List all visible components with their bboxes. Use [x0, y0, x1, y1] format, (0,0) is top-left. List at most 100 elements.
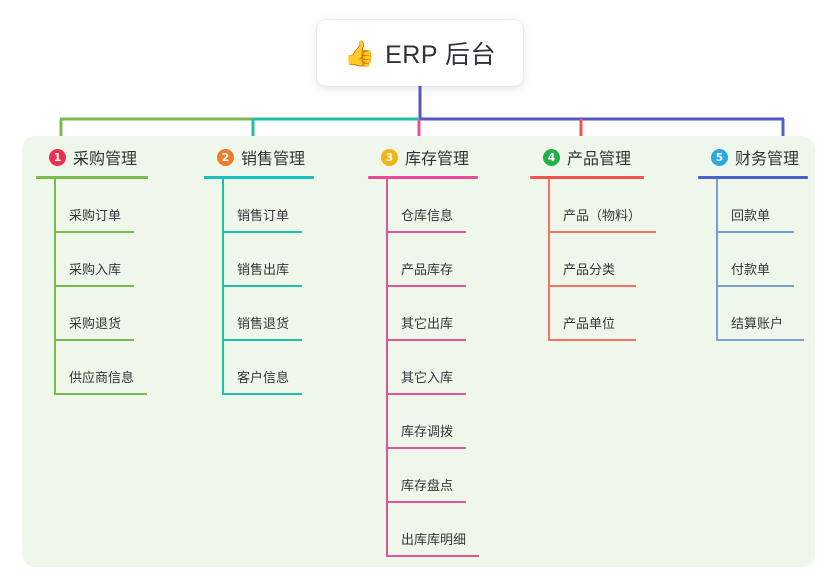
branch-item-label: 结算账户 — [731, 316, 784, 331]
branch-item-rule — [386, 393, 466, 395]
branch-item-rule — [386, 555, 479, 557]
branch-item-label: 付款单 — [731, 262, 771, 277]
branch-number-badge: 1 — [49, 148, 66, 166]
branch-item-label: 供应商信息 — [69, 370, 135, 385]
branch-item-list: 产品（物料） 产品分类产品单位 — [530, 179, 656, 341]
branch-item[interactable]: 其它入库 — [368, 341, 478, 395]
branch-header-2[interactable]: 2 销售管理 — [204, 145, 314, 169]
branch-header-rule — [698, 176, 808, 179]
branch-item[interactable]: 采购订单 — [36, 179, 148, 233]
branch-column-2: 2 销售管理销售订单销售出库销售退货客户信息 — [204, 145, 314, 395]
branch-item-label: 销售订单 — [237, 208, 290, 223]
branch-item-rule — [54, 393, 147, 395]
branch-item[interactable]: 库存调拨 — [368, 395, 478, 449]
branch-item-label: 其它出库 — [401, 316, 454, 331]
branch-spine — [548, 179, 550, 341]
branch-header-3[interactable]: 3 库存管理 — [368, 145, 478, 169]
branch-item-rule — [548, 285, 636, 287]
branch-item-label: 销售出库 — [237, 262, 290, 277]
branch-item[interactable]: 采购入库 — [36, 233, 148, 287]
branch-item-rule — [548, 339, 636, 341]
branch-item[interactable]: 产品分类 — [530, 233, 644, 287]
branch-item[interactable]: 产品（物料） — [530, 179, 656, 233]
branch-spine — [222, 179, 224, 395]
branch-item-list: 销售订单销售出库销售退货客户信息 — [204, 179, 314, 395]
branch-item[interactable]: 产品库存 — [368, 233, 478, 287]
branch-item-label: 产品（物料） — [563, 208, 642, 223]
branch-column-3: 3 库存管理仓库信息产品库存其它出库其它入库库存调拨库存盘点出库库明细 — [368, 145, 479, 557]
branch-item-rule — [386, 285, 466, 287]
branch-item-list: 采购订单采购入库采购退货供应商信息 — [36, 179, 148, 395]
branch-number-badge: 3 — [381, 148, 398, 166]
branch-item-rule — [548, 231, 656, 233]
branch-item-rule — [716, 285, 794, 287]
branch-item[interactable]: 销售退货 — [204, 287, 314, 341]
branch-column-4: 4 产品管理产品（物料） 产品分类产品单位 — [530, 145, 656, 341]
branch-item[interactable]: 供应商信息 — [36, 341, 148, 395]
branch-title: 销售管理 — [241, 151, 306, 168]
branch-item[interactable]: 客户信息 — [204, 341, 314, 395]
branch-header-rule — [36, 176, 148, 179]
branch-number-badge: 4 — [543, 148, 560, 166]
branch-item[interactable]: 其它出库 — [368, 287, 478, 341]
branch-item[interactable]: 结算账户 — [698, 287, 808, 341]
branch-item-label: 客户信息 — [237, 370, 290, 385]
branch-number-badge: 2 — [217, 148, 234, 166]
branches-panel — [22, 136, 815, 567]
branch-item-rule — [716, 231, 794, 233]
branch-item-rule — [386, 231, 466, 233]
branch-item-rule — [54, 339, 134, 341]
branch-item-label: 出库库明细 — [401, 532, 467, 547]
branch-header-4[interactable]: 4 产品管理 — [530, 145, 644, 169]
branch-item-rule — [222, 285, 302, 287]
branch-item-rule — [386, 501, 466, 503]
branch-item[interactable]: 采购退货 — [36, 287, 148, 341]
branch-item-rule — [222, 393, 302, 395]
branch-spine — [54, 179, 56, 395]
branch-item-rule — [54, 285, 134, 287]
branch-item-rule — [386, 339, 466, 341]
root-node-card[interactable]: 👍 ERP 后台 — [317, 20, 523, 86]
branch-item[interactable]: 付款单 — [698, 233, 808, 287]
branch-item[interactable]: 仓库信息 — [368, 179, 478, 233]
branch-title: 产品管理 — [567, 151, 632, 168]
branch-number-badge: 5 — [711, 148, 728, 166]
branch-item-label: 产品库存 — [401, 262, 454, 277]
branch-title: 财务管理 — [735, 151, 800, 168]
branch-item-label: 库存调拨 — [401, 424, 454, 439]
branch-item-label: 销售退货 — [237, 316, 290, 331]
thumbs-up-icon: 👍 — [343, 38, 376, 68]
branch-item[interactable]: 产品单位 — [530, 287, 644, 341]
branch-spine — [386, 179, 388, 557]
branch-item-label: 回款单 — [731, 208, 771, 223]
branch-item[interactable]: 回款单 — [698, 179, 808, 233]
branch-item-rule — [54, 231, 134, 233]
branch-header-1[interactable]: 1 采购管理 — [36, 145, 148, 169]
branch-item-label: 产品单位 — [563, 316, 616, 331]
branch-item[interactable]: 销售订单 — [204, 179, 314, 233]
branch-item-rule — [222, 339, 302, 341]
branch-title: 采购管理 — [73, 151, 138, 168]
branch-item-rule — [222, 231, 302, 233]
branch-item[interactable]: 销售出库 — [204, 233, 314, 287]
branch-header-rule — [368, 176, 478, 179]
branch-item-label: 仓库信息 — [401, 208, 454, 223]
branch-header-5[interactable]: 5 财务管理 — [698, 145, 808, 169]
branch-header-rule — [530, 176, 644, 179]
branch-item[interactable]: 库存盘点 — [368, 449, 478, 503]
branch-item-list: 仓库信息产品库存其它出库其它入库库存调拨库存盘点出库库明细 — [368, 179, 479, 557]
branch-item-label: 库存盘点 — [401, 478, 454, 493]
branch-item-label: 产品分类 — [563, 262, 616, 277]
branch-title: 库存管理 — [405, 151, 470, 168]
branch-item-label: 采购退货 — [69, 316, 122, 331]
branch-column-5: 5 财务管理回款单付款单结算账户 — [698, 145, 808, 341]
branch-header-rule — [204, 176, 314, 179]
branch-item-rule — [716, 339, 804, 341]
branch-item-rule — [386, 447, 466, 449]
root-node-title: ERP 后台 — [385, 41, 497, 69]
branch-item[interactable]: 出库库明细 — [368, 503, 479, 557]
branch-spine — [716, 179, 718, 341]
branch-item-label: 其它入库 — [401, 370, 454, 385]
branch-item-list: 回款单付款单结算账户 — [698, 179, 808, 341]
